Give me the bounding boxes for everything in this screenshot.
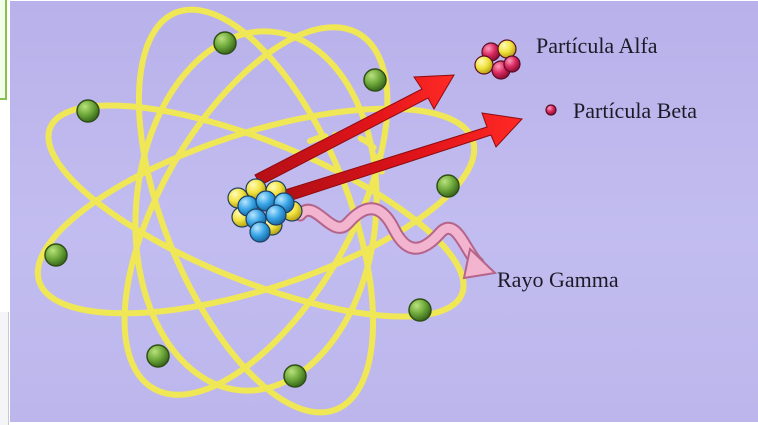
diagram-canvas: Partícula Alfa Partícula Beta Rayo Gamma [10, 1, 758, 422]
electron-icon [409, 299, 431, 321]
gamma-ray-label: Rayo Gamma [497, 267, 619, 293]
electron-icon [437, 175, 459, 197]
left-card-fragment-top [0, 0, 7, 100]
electron-icon [77, 100, 99, 122]
electron-icon [364, 69, 386, 91]
left-card-fragment-bottom [0, 312, 9, 425]
beta-particle-label: Partícula Beta [573, 98, 697, 124]
alpha-particle-label: Partícula Alfa [536, 33, 658, 59]
electron-icon [45, 244, 67, 266]
electron-icon [147, 345, 169, 367]
alpha-particle-icon [475, 40, 520, 79]
electron-icon [214, 32, 236, 54]
atom-illustration [10, 1, 758, 422]
beta-particle-icon [546, 105, 556, 115]
electron-icon [284, 365, 306, 387]
